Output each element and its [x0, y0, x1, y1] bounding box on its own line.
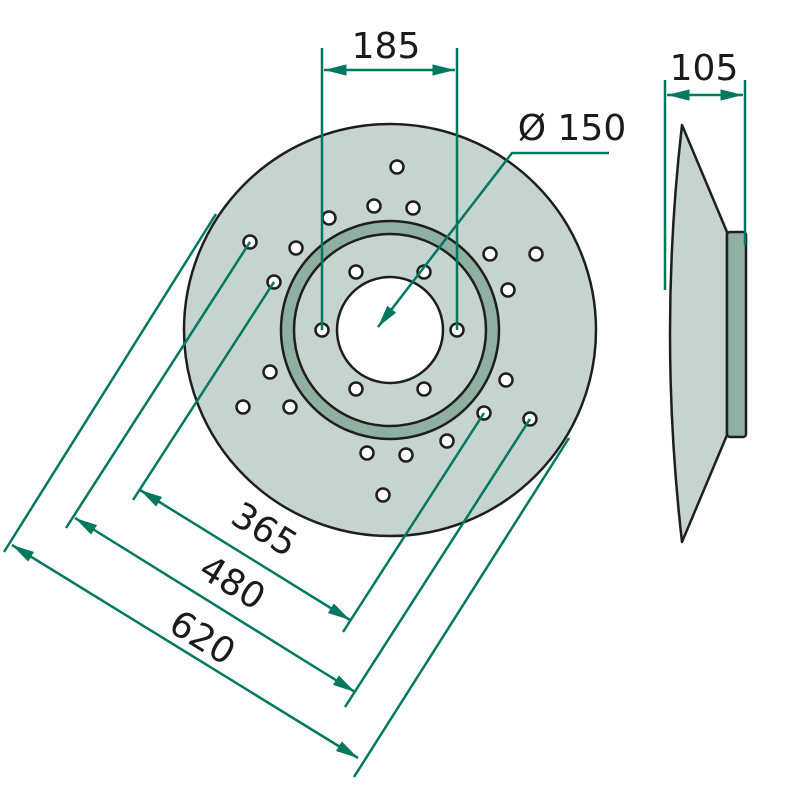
- bolt-hole: [288, 240, 304, 256]
- bolt-hole: [282, 399, 298, 415]
- bolt-hole: [500, 282, 516, 298]
- bolt-hole: [235, 399, 251, 415]
- bolt-holes: [235, 159, 544, 503]
- hub-ring: [280, 220, 500, 440]
- bolt-hole: [528, 246, 544, 262]
- center-bore: [335, 275, 445, 385]
- bolt-hole: [348, 264, 364, 280]
- hub-ring-outer-edge: [279, 219, 501, 441]
- disc-side-view: [668, 123, 748, 544]
- bolt-hole: [366, 198, 382, 214]
- disc-profile: [668, 123, 729, 544]
- hub-ring-inner-edge: [292, 232, 488, 428]
- bolt-hole: [262, 364, 278, 380]
- bolt-hole: [498, 372, 514, 388]
- bolt-hole: [359, 445, 375, 461]
- bolt-hole: [439, 433, 455, 449]
- dimension-label-185: 185: [352, 26, 421, 67]
- dimension-label-480: 480: [192, 548, 272, 619]
- bolt-hole: [482, 246, 498, 262]
- bolt-hole: [389, 159, 405, 175]
- bolt-hole: [348, 381, 364, 397]
- dimension-label-bore: Ø 150: [518, 108, 627, 149]
- bolt-hole: [375, 487, 391, 503]
- hub-profile: [725, 230, 748, 439]
- dimension-185: 185: [320, 26, 459, 330]
- bolt-hole: [398, 447, 414, 463]
- bolt-hole: [405, 200, 421, 216]
- dimension-label-105: 105: [670, 48, 739, 89]
- disc-front-view: [182, 122, 598, 538]
- dimension-bore: Ø 150: [377, 108, 627, 328]
- bolt-hole: [416, 381, 432, 397]
- bolt-hole: [321, 210, 337, 226]
- dimension-105: 105: [663, 48, 747, 290]
